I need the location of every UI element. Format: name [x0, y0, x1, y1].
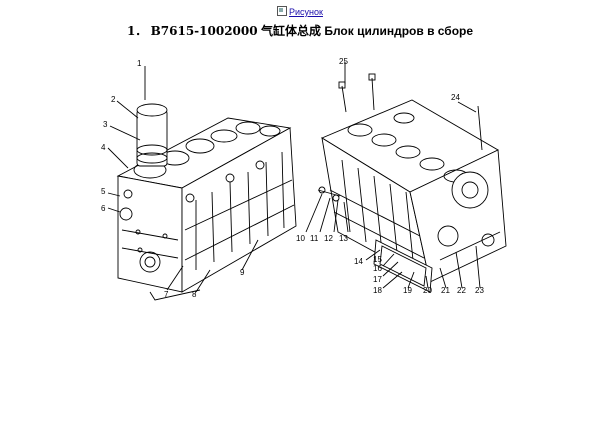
- figure-link-bar: Рисунок: [0, 6, 600, 17]
- callout-3: 3: [103, 120, 108, 129]
- right-block-drawing: [305, 62, 507, 293]
- callout-19: 19: [403, 286, 412, 295]
- callout-24: 24: [451, 93, 460, 102]
- title-russian: Блок цилиндров в сборе: [324, 24, 474, 38]
- title-code: B7615-1002000: [150, 24, 258, 38]
- callout-21: 21: [441, 286, 450, 295]
- callout-8: 8: [192, 290, 197, 299]
- title-number: 1．: [126, 24, 148, 38]
- callout-1: 1: [137, 59, 142, 68]
- title-chinese: 气缸体总成: [260, 24, 321, 38]
- callout-11: 11: [310, 234, 319, 243]
- callout-labels: 1 2 3 4 5 6 7 8 9 10 11 12 13 14 15 16 1…: [101, 57, 484, 299]
- callout-14: 14: [354, 257, 363, 266]
- callout-18: 18: [373, 286, 382, 295]
- page-title: 1． B7615-1002000 气缸体总成 Блок цилиндров в …: [0, 22, 600, 39]
- callout-22: 22: [457, 286, 466, 295]
- callout-10: 10: [296, 234, 305, 243]
- figure-link-label: Рисунок: [289, 7, 323, 17]
- callout-16: 16: [373, 264, 382, 273]
- image-icon: [277, 6, 288, 16]
- callout-7: 7: [164, 290, 169, 299]
- callout-4: 4: [101, 143, 106, 152]
- callout-23: 23: [475, 286, 484, 295]
- callout-17: 17: [373, 275, 382, 284]
- figure-link[interactable]: Рисунок: [277, 6, 323, 17]
- left-block-drawing: [107, 66, 297, 301]
- callout-9: 9: [240, 268, 245, 277]
- callout-12: 12: [324, 234, 333, 243]
- callout-6: 6: [101, 204, 106, 213]
- callout-20: 20: [423, 286, 432, 295]
- callout-15: 15: [373, 255, 382, 264]
- callout-13: 13: [339, 234, 348, 243]
- callout-25: 25: [339, 57, 348, 66]
- callout-2: 2: [111, 95, 116, 104]
- callout-5: 5: [101, 187, 106, 196]
